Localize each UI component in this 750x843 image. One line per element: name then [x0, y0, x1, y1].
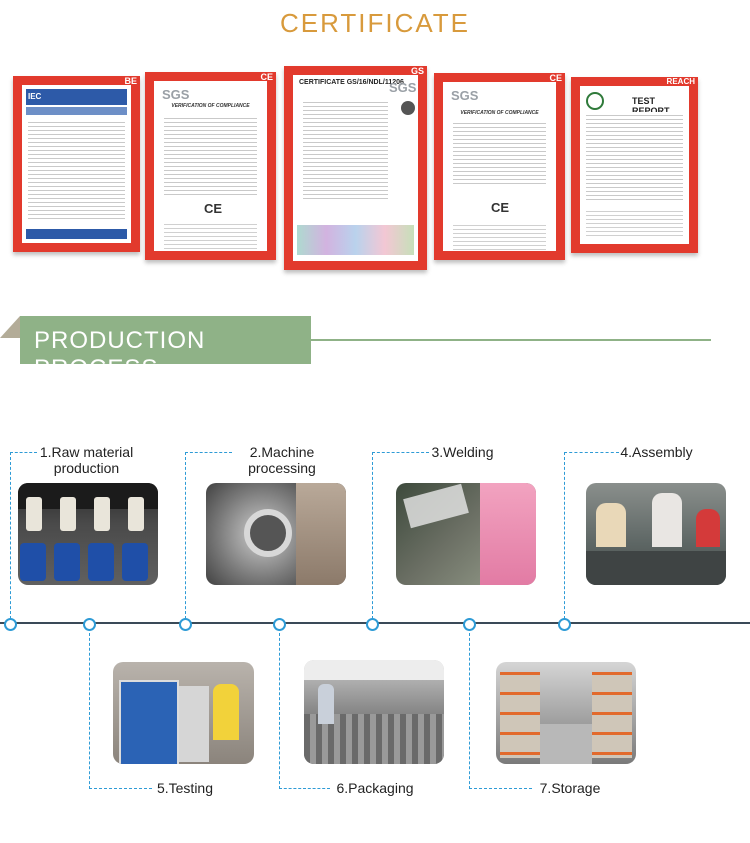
testing-photo [113, 662, 254, 764]
certificate-tag: CE [549, 73, 562, 83]
step-5-connector [89, 628, 152, 789]
timeline-dot-step-1 [4, 618, 17, 631]
step-4-connector [564, 452, 619, 624]
certificate-paper: TEST REPORT [580, 86, 689, 244]
worker-arm-shape [296, 483, 346, 585]
certificate-text-lines [453, 120, 546, 186]
certificate-tag: REACH [666, 77, 695, 86]
certificate-text-lines [28, 119, 125, 219]
certificate-footer-lines [453, 222, 546, 251]
step-2-connector [185, 452, 232, 624]
bureau-veritas-logo-icon [586, 92, 604, 110]
certificate-paper: CERTIFICATE GS/16/NDL/11206 SGS [293, 75, 418, 261]
test-machine-shape [179, 686, 209, 762]
certificate-footer-lines [586, 208, 683, 238]
sgs-logo: SGS [162, 87, 190, 102]
timeline-dot-step-2 [179, 618, 192, 631]
ce-mark-icon: C​E [203, 201, 223, 216]
certificate-tag: BE [124, 76, 137, 86]
certificate-header: VERIFICATION OF COMPLIANCE [171, 103, 250, 109]
sgs-logo: SGS [389, 80, 417, 95]
aisle-floor-shape [540, 724, 592, 764]
step-2-label: 2.Machine processing [248, 444, 316, 476]
certificate-heading: CERTIFICATE [279, 8, 471, 38]
certificate-subheader [26, 107, 127, 115]
certificate-paper: SGS VERIFICATION OF COMPLIANCE C​E [443, 82, 556, 251]
barrel-shape [20, 543, 46, 581]
step-5-label: 5.Testing [156, 780, 214, 796]
certificate-header: TEST REPORT [632, 96, 670, 116]
step-3-label: 3.Welding [431, 444, 494, 460]
worker-shape [652, 493, 682, 547]
ce-mark-icon: C​E [490, 200, 510, 215]
step-6-connector [279, 628, 330, 789]
step-3-connector [372, 452, 429, 624]
timeline-dot-step-6 [273, 618, 286, 631]
step-1-connector [10, 452, 37, 624]
certificate-be[interactable]: IEC BE [13, 76, 140, 252]
certificate-footer-band [26, 229, 127, 239]
barrel-shape [54, 543, 80, 581]
certificate-ce-2[interactable]: SGS VERIFICATION OF COMPLIANCE C​E CE [434, 73, 565, 260]
certificate-reach[interactable]: TEST REPORT REACH [571, 77, 698, 253]
silo-shape [94, 497, 110, 531]
silo-shape [128, 497, 144, 531]
certificate-header: VERIFICATION OF COMPLIANCE [460, 110, 539, 116]
storage-photo [496, 662, 636, 764]
certificate-tag: CE [260, 72, 273, 82]
heading-corner-decoration [0, 316, 20, 338]
sgs-logo: SGS [451, 88, 479, 103]
barrel-shape [88, 543, 114, 581]
step-4-label: 4.Assembly [620, 444, 693, 460]
silo-shape [60, 497, 76, 531]
certificate-text-lines [303, 99, 388, 199]
worker-shape [213, 684, 239, 740]
heading-rule [311, 339, 711, 341]
welding-photo [396, 483, 536, 585]
certificate-header: CERTIFICATE GS/16/NDL/11206 [299, 79, 404, 86]
certificate-paper: IEC [22, 85, 131, 243]
production-process-title: PRODUCTION PROCESS [34, 327, 206, 382]
timeline-dot-step-7 [463, 618, 476, 631]
timeline-dot-step-3 [366, 618, 379, 631]
production-process-heading: PRODUCTION PROCESS [20, 316, 311, 382]
certificate-text-lines [164, 115, 257, 197]
shelf-rack-shape [592, 672, 632, 758]
step-7-label: 7.Storage [539, 780, 601, 796]
certificate-ce-1[interactable]: SGS VERIFICATION OF COMPLIANCE C​E CE [145, 72, 276, 260]
certificate-paper: SGS VERIFICATION OF COMPLIANCE C​E [154, 81, 267, 251]
worker-shape [596, 503, 626, 547]
sgs-banner-graphic [297, 225, 414, 255]
worker-shape [696, 509, 720, 547]
certificate-header-band [26, 89, 127, 105]
barrel-shape [122, 543, 148, 581]
gs-seal-icon [401, 101, 415, 115]
machine-processing-photo [206, 483, 346, 585]
packaging-photo [304, 660, 444, 764]
workbench-shape [586, 551, 726, 585]
certificate-text-lines [586, 112, 683, 202]
worker-shape [318, 684, 334, 724]
step-7-connector [469, 628, 532, 789]
timeline-dot-step-5 [83, 618, 96, 631]
certificate-gs[interactable]: CERTIFICATE GS/16/NDL/11206 SGS GS [284, 66, 427, 270]
machine-wheel-shape [244, 509, 292, 557]
timeline-dot-step-4 [558, 618, 571, 631]
parts-pile-shape [403, 483, 469, 529]
test-chamber-shape [119, 680, 179, 764]
step-6-label: 6.Packaging [336, 780, 414, 796]
assembly-photo [586, 483, 726, 585]
shelf-rack-shape [500, 672, 540, 758]
certificate-footer-lines [164, 221, 257, 251]
silo-shape [26, 497, 42, 531]
step-1-label: 1.Raw material production [39, 444, 134, 476]
worker-shape [480, 483, 536, 585]
certificate-tag: GS [410, 66, 424, 76]
raw-material-production-photo [18, 483, 158, 585]
photo-ceiling [304, 660, 444, 680]
iec-logo: IEC [28, 92, 42, 101]
